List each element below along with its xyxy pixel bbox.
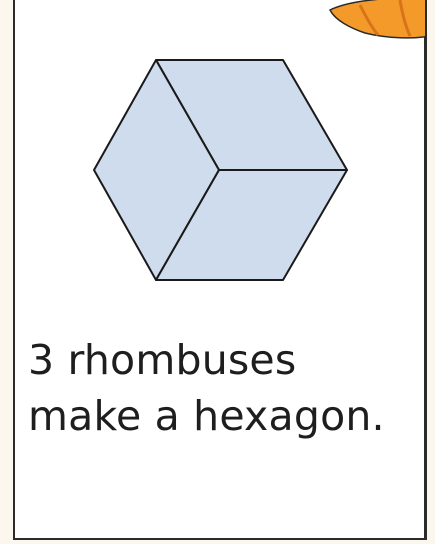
caption-line-2: make a hexagon. (28, 388, 385, 444)
caption-text: 3 rhombuses make a hexagon. (28, 332, 385, 444)
caption-line-1: 3 rhombuses (28, 332, 385, 388)
